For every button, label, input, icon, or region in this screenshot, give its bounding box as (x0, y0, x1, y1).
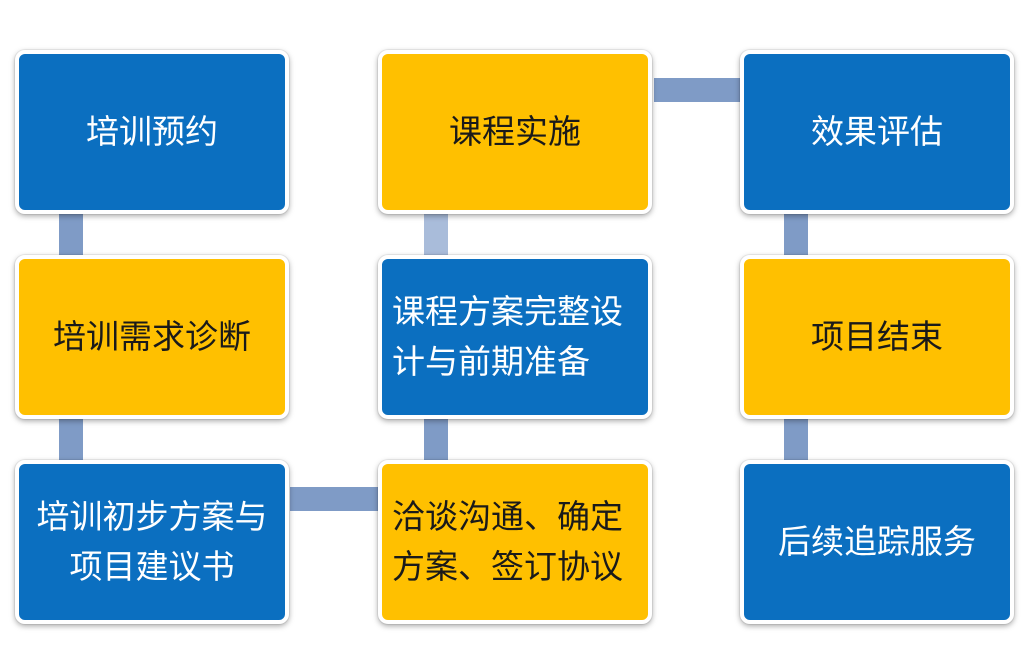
step-negotiation-agreement: 洽谈沟通、确定方案、签订协议 (378, 460, 652, 624)
step-label: 项目结束 (811, 317, 943, 356)
connector-1-2 (59, 210, 83, 255)
step-label: 课程实施 (449, 112, 581, 151)
step-label: 后续追踪服务 (778, 522, 976, 561)
connector-5-6 (424, 210, 448, 255)
step-label: 培训初步方案与项目建议书 (36, 497, 268, 586)
step-project-closure: 项目结束 (740, 255, 1014, 419)
step-label: 洽谈沟通、确定方案、签订协议 (392, 497, 623, 586)
connector-8-9 (784, 415, 808, 460)
step-follow-up-service: 后续追踪服务 (740, 460, 1014, 624)
step-training-booking: 培训预约 (15, 50, 289, 214)
connector-6-7 (654, 78, 744, 102)
step-needs-diagnosis: 培训需求诊断 (15, 255, 289, 419)
step-label: 培训需求诊断 (53, 317, 251, 356)
step-course-delivery: 课程实施 (378, 50, 652, 214)
step-label: 培训预约 (86, 112, 218, 151)
connector-7-8 (784, 210, 808, 255)
connector-2-3 (59, 415, 83, 460)
connector-4-5 (424, 415, 448, 460)
step-course-design: 课程方案完整设计与前期准备 (378, 255, 652, 419)
step-label: 效果评估 (811, 112, 943, 151)
step-effect-evaluation: 效果评估 (740, 50, 1014, 214)
connector-3-4 (290, 487, 380, 511)
step-label: 课程方案完整设计与前期准备 (392, 292, 623, 381)
step-preliminary-proposal: 培训初步方案与项目建议书 (15, 460, 289, 624)
